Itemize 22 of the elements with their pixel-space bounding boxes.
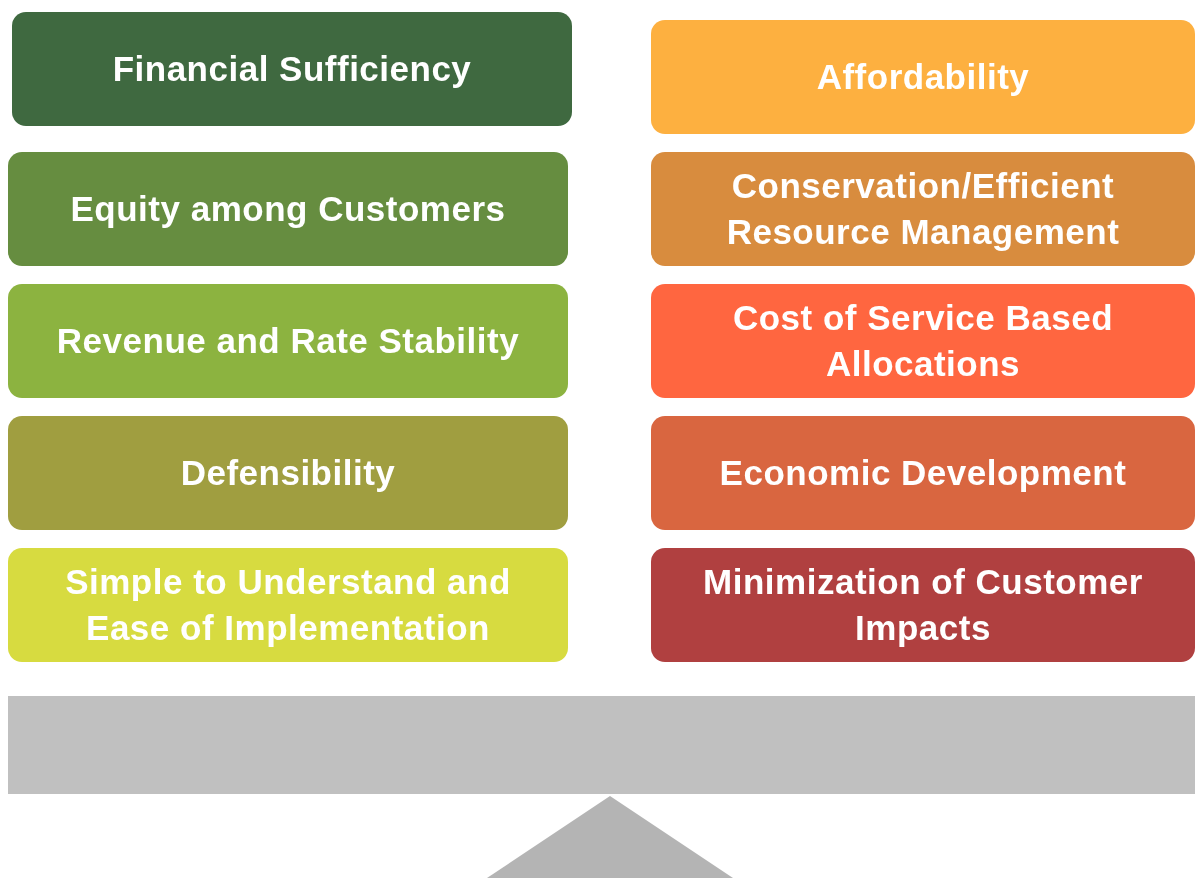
principle-card [8,284,568,398]
balance-beam [8,696,1195,794]
principle-card [8,416,568,530]
principle-text: Equity among Customers [70,188,506,230]
principle-card [651,284,1195,398]
principle-text: Defensibility [180,452,396,494]
principle-card [651,416,1195,530]
principle-card [651,20,1195,134]
principle-text: Minimization of Customer Impacts [702,561,1144,649]
principle-text: Simple to Understand and Ease of Implementation [64,561,512,649]
principle-card [651,152,1195,266]
principle-text: Affordability [816,56,1030,98]
principle-text: Conservation/Efficient Resource Management [725,165,1121,253]
principle-text: Revenue and Rate Stability [56,320,520,362]
principle-card [8,548,568,662]
principle-text: Economic Development [719,452,1127,494]
fulcrum [487,796,733,878]
principle-card [8,152,568,266]
principle-card [651,548,1195,662]
principle-card [12,12,572,126]
principle-text: Financial Sufficiency [112,48,472,90]
principle-text: Cost of Service Based Allocations [731,297,1115,385]
